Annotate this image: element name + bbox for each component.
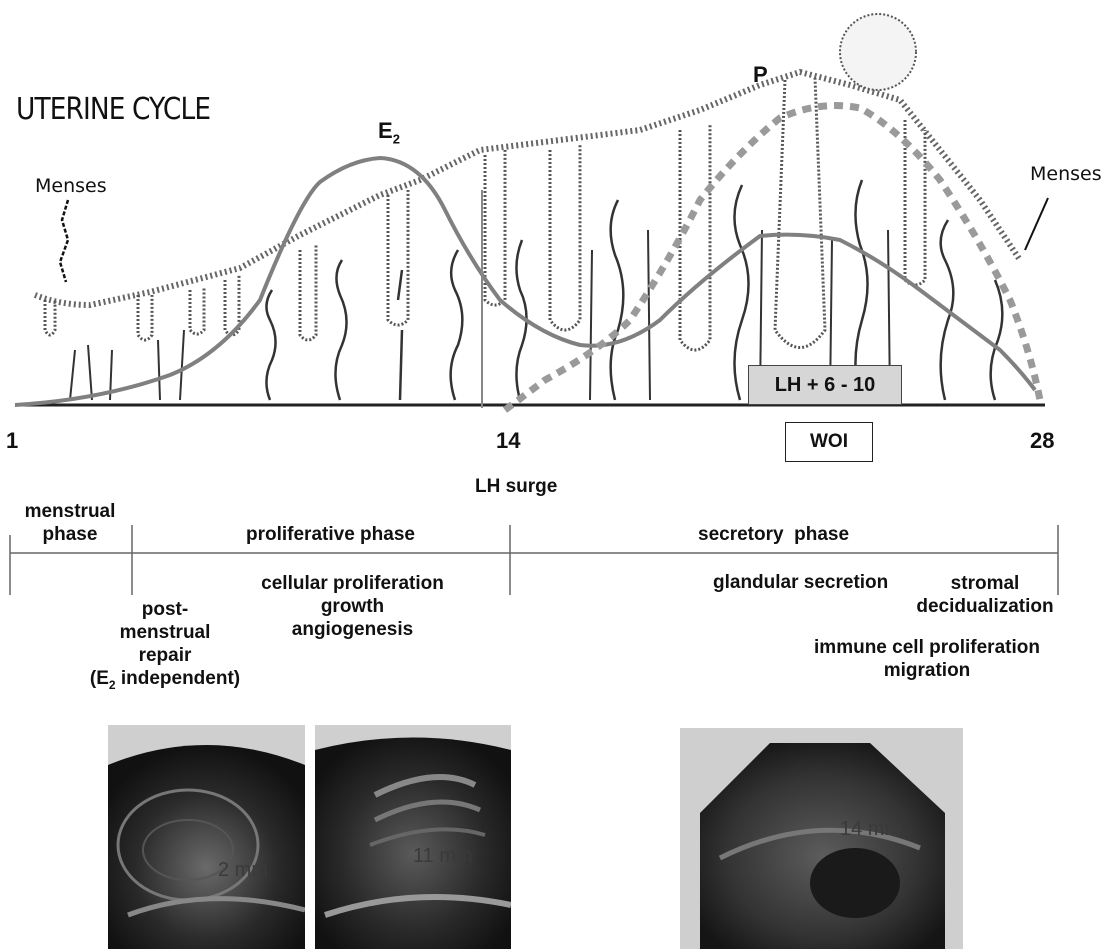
day-mid-label: 14 bbox=[496, 428, 520, 454]
proliferative-phase-label: proliferative phase bbox=[246, 524, 415, 546]
lh-surge-label: LH surge bbox=[475, 476, 557, 498]
secretory-phase-label: secretory phase bbox=[698, 524, 849, 546]
e2-label: E2 bbox=[378, 118, 400, 146]
ultrasound-image-secretory: 14 mm bbox=[680, 728, 963, 949]
corpus-luteum bbox=[840, 14, 916, 90]
thickness-label-11mm: 11 mm bbox=[413, 845, 473, 868]
menses-left-label: Menses bbox=[35, 175, 107, 197]
lh-window-box: LH + 6 - 10 bbox=[748, 365, 902, 405]
day-start-label: 1 bbox=[6, 428, 18, 454]
ultrasound-image-proliferative: 11 mm bbox=[315, 725, 511, 949]
thickness-label-14mm: 14 mm bbox=[840, 818, 901, 841]
glandular-secretion-label: glandular secretion bbox=[713, 572, 888, 594]
menses-left-marker bbox=[60, 200, 68, 282]
endometrium-diagram bbox=[0, 0, 1113, 470]
proliferative-processes-label: cellular proliferation growth angiogenes… bbox=[230, 572, 475, 641]
day-end-label: 28 bbox=[1030, 428, 1054, 454]
diagram-title: UTERINE CYCLE bbox=[16, 92, 210, 127]
thickness-label-2mm: 2 mm bbox=[218, 859, 268, 882]
menses-right-label: Menses bbox=[1030, 163, 1102, 185]
ultrasound-image-menstrual: 2 mm bbox=[108, 725, 305, 949]
progesterone-label: P bbox=[753, 62, 768, 88]
menses-right-marker bbox=[1025, 198, 1048, 250]
woi-box: WOI bbox=[785, 422, 873, 462]
